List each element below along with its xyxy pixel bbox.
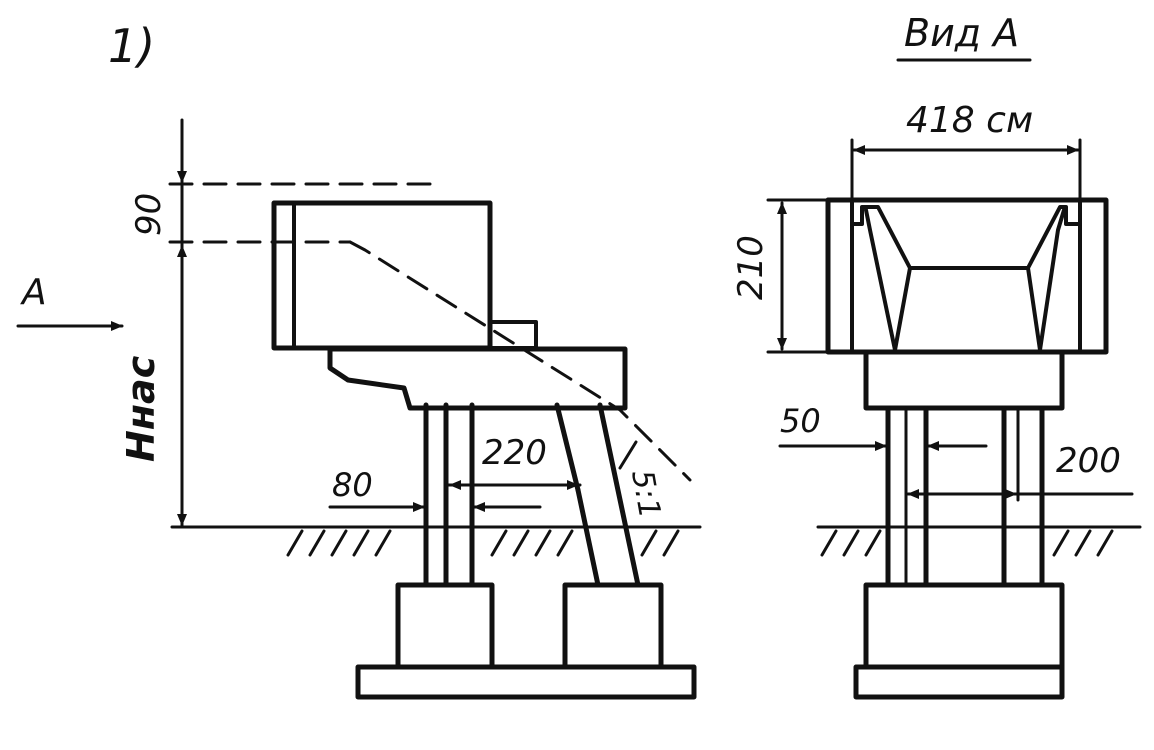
- slope-indicator: 5:1: [618, 440, 667, 521]
- front-footing: [853, 582, 1065, 700]
- dim-beam-height: 210: [731, 235, 771, 300]
- front-cap-beam: [863, 349, 1065, 411]
- thin-column-dimension: 50: [778, 402, 988, 451]
- column-width-dimension: 80: [328, 466, 542, 512]
- front-columns: [885, 405, 1045, 588]
- figure-index-mark: 1): [108, 19, 155, 73]
- inclined-column: [554, 402, 641, 588]
- dim-column-width: 80: [332, 466, 373, 504]
- front-spacing-dimension: 200: [906, 441, 1134, 499]
- dashed-guides: [168, 182, 692, 482]
- dim-total-width: 418 см: [906, 100, 1033, 141]
- cap-beam: [327, 346, 628, 411]
- front-ground-line: [816, 525, 1142, 557]
- ground-line: [170, 525, 702, 557]
- trough-body: [271, 200, 538, 351]
- column-spacing-dimension: 220: [444, 408, 582, 492]
- footings: [355, 582, 697, 700]
- view-arrow-label: А: [20, 272, 47, 313]
- trough-section: [825, 197, 1109, 355]
- dim-front-spacing: 200: [1056, 441, 1121, 481]
- dim-height-label: Hнас: [119, 355, 163, 462]
- dim-top-offset: 90: [129, 193, 169, 236]
- view-title: Вид А: [904, 11, 1019, 55]
- dim-column-spacing: 220: [482, 433, 547, 473]
- front-view-a: Вид А 418 см 210: [731, 11, 1142, 700]
- view-arrow-a: А: [16, 272, 124, 331]
- dim-slope: 5:1: [624, 467, 667, 521]
- side-view: 1) А: [16, 19, 702, 700]
- dim-thin-column: 50: [780, 402, 821, 440]
- total-width-dimension: 418 см: [850, 100, 1082, 202]
- beam-height-dimension: 210: [731, 198, 832, 354]
- vertical-columns: [423, 402, 475, 588]
- vertical-dimension: 90 Hнас: [119, 118, 187, 529]
